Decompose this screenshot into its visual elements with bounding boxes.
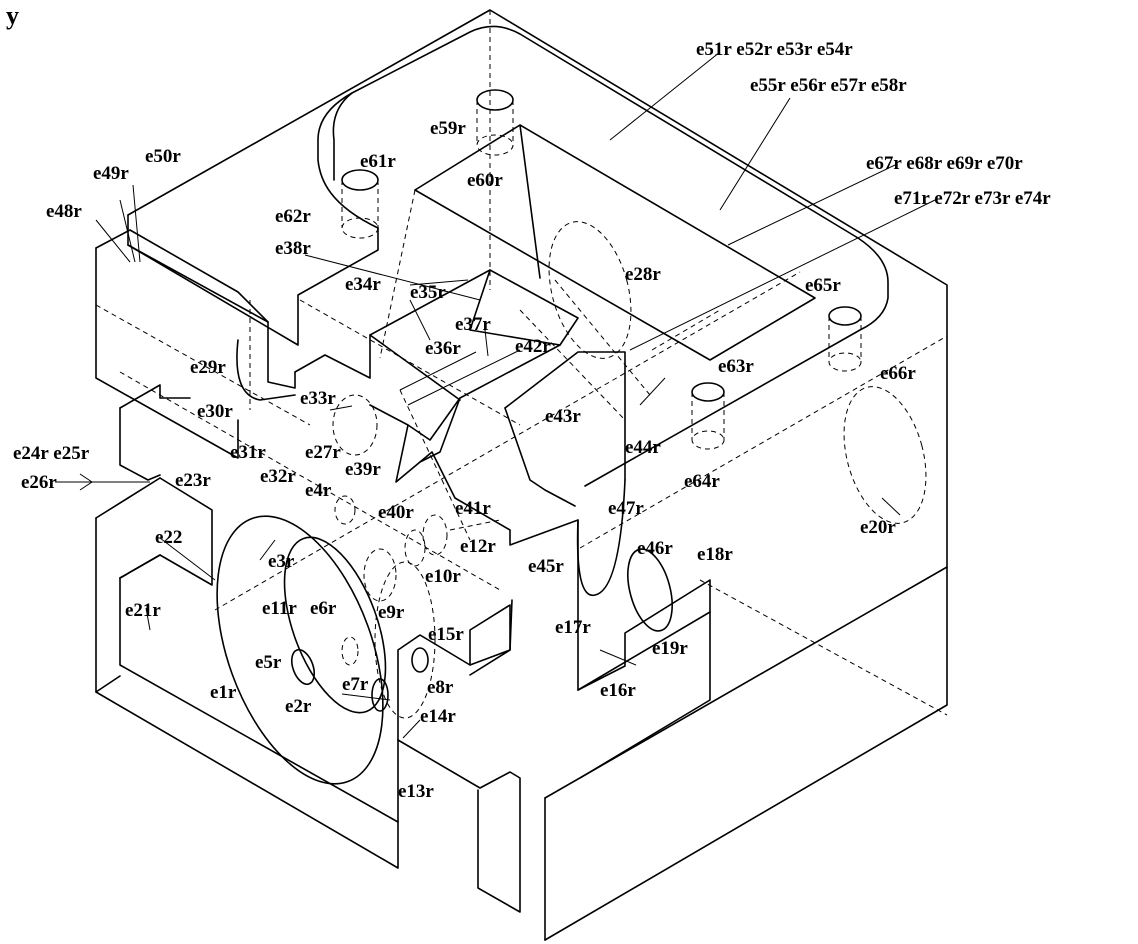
label-e45r: e45r <box>528 556 564 577</box>
label-e1r: e1r <box>210 682 237 703</box>
label-e10r: e10r <box>425 566 461 587</box>
label-e36r: e36r <box>425 338 461 359</box>
label-e38r: e38r <box>275 238 311 259</box>
label-e13r: e13r <box>398 781 434 802</box>
label-e26r: e26r <box>21 472 57 493</box>
label-e62r: e62r <box>275 206 311 227</box>
label-e48r: e48r <box>46 201 82 222</box>
part-outline <box>95 9 948 941</box>
label-e42r: e42r <box>515 336 551 357</box>
e26-arrow <box>79 473 150 491</box>
label-e41r: e41r <box>455 498 491 519</box>
label-e47r: e47r <box>608 498 644 519</box>
label-e59r: e59r <box>430 118 466 139</box>
label-e22: e22 <box>155 527 182 548</box>
label-e23r: e23r <box>175 470 211 491</box>
label-e12r: e12r <box>460 536 496 557</box>
label-e34r: e34r <box>345 274 381 295</box>
label-e63r: e63r <box>718 356 754 377</box>
label-e55-e58: e55r e56r e57r e58r <box>750 75 907 96</box>
label-e71-e74: e71r e72r e73r e74r <box>894 188 1051 209</box>
label-e67-e70: e67r e68r e69r e70r <box>866 153 1023 174</box>
label-e21r: e21r <box>125 600 161 621</box>
label-e49r: e49r <box>93 163 129 184</box>
label-e7r: e7r <box>342 674 369 695</box>
label-e24-e25: e24r e25r <box>13 443 90 464</box>
label-e28r: e28r <box>625 264 661 285</box>
label-e30r: e30r <box>197 401 233 422</box>
label-e44r: e44r <box>625 437 661 458</box>
label-e16r: e16r <box>600 680 636 701</box>
label-e8r: e8r <box>427 677 454 698</box>
label-e6r: e6r <box>310 598 337 619</box>
label-e15r: e15r <box>428 624 464 645</box>
label-e14r: e14r <box>420 706 456 727</box>
label-e11r: e11r <box>262 598 297 619</box>
label-e18r: e18r <box>697 544 733 565</box>
label-e64r: e64r <box>684 471 720 492</box>
label-e66r: e66r <box>880 363 916 384</box>
label-e51-e54: e51r e52r e53r e54r <box>696 39 853 60</box>
label-e29r: e29r <box>190 357 226 378</box>
label-e60r: e60r <box>467 170 503 191</box>
label-e5r: e5r <box>255 652 282 673</box>
label-e27r: e27r <box>305 442 341 463</box>
label-e4r: e4r <box>305 480 332 501</box>
label-e17r: e17r <box>555 617 591 638</box>
label-e50r: e50r <box>145 146 181 167</box>
label-e61r: e61r <box>360 151 396 172</box>
label-e33r: e33r <box>300 388 336 409</box>
labels: e51r e52r e53r e54r e55r e56r e57r e58r … <box>13 39 1051 802</box>
caption-fragment: y <box>6 1 19 30</box>
label-e39r: e39r <box>345 459 381 480</box>
label-e20r: e20r <box>860 517 896 538</box>
label-e9r: e9r <box>378 602 405 623</box>
label-e65r: e65r <box>805 275 841 296</box>
label-e43r: e43r <box>545 406 581 427</box>
label-e46r: e46r <box>637 538 673 559</box>
label-e19r: e19r <box>652 638 688 659</box>
label-e3r: e3r <box>268 551 295 572</box>
label-e2r: e2r <box>285 696 312 717</box>
label-e31r: e31r <box>230 442 266 463</box>
label-e35r: e35r <box>410 282 446 303</box>
label-e40r: e40r <box>378 502 414 523</box>
label-e37r: e37r <box>455 314 491 335</box>
hidden-edges <box>95 10 948 719</box>
label-e32r: e32r <box>260 466 296 487</box>
